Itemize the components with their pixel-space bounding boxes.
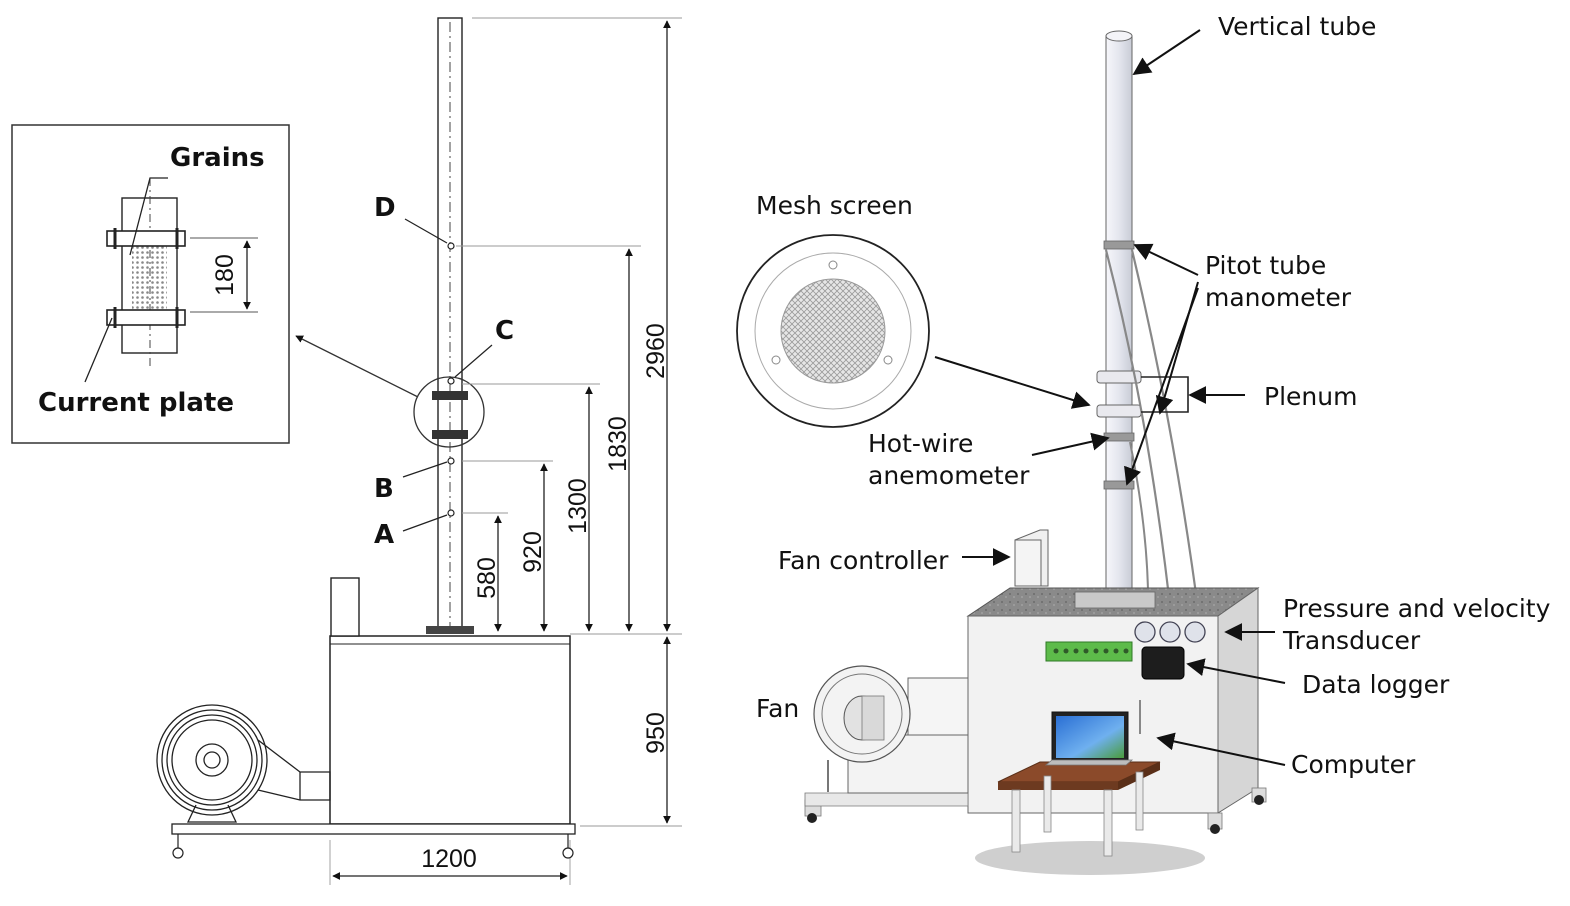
label-data-logger: Data logger — [1302, 670, 1450, 699]
label-fan-controller: Fan controller — [778, 546, 949, 575]
label-pressure-transducer-line1: Pressure and velocity — [1283, 594, 1551, 623]
dimension-920: 920 — [519, 531, 547, 573]
label-pitot-tube-line1: Pitot tube — [1205, 251, 1326, 280]
mesh-screen-detail — [736, 234, 930, 428]
point-label-d: D — [374, 193, 396, 223]
inset-dimension-180: 180 — [211, 254, 239, 296]
data-logger-device — [1141, 646, 1185, 680]
schematic-fan — [156, 704, 331, 823]
callout-arrows — [934, 29, 1286, 766]
rendering-vertical-tube — [1096, 30, 1202, 625]
label-vertical-tube: Vertical tube — [1218, 12, 1376, 41]
dimension-lines — [332, 20, 671, 880]
inset-detail: 180 Grains Current plate — [11, 124, 290, 444]
laptop-screen — [1056, 716, 1124, 758]
schematic-drawing: 180 Grains Current plate — [11, 17, 682, 885]
label-computer: Computer — [1291, 750, 1416, 779]
inset-label-grains: Grains — [170, 143, 265, 173]
inset-label-current-plate: Current plate — [38, 388, 234, 418]
point-label-c: C — [495, 316, 514, 346]
schematic-plenum-box — [329, 577, 571, 825]
dimension-1200: 1200 — [421, 845, 477, 873]
label-plenum: Plenum — [1264, 382, 1357, 411]
label-pitot-tube-line2: manometer — [1205, 283, 1352, 312]
label-hot-wire-line1: Hot-wire — [868, 429, 973, 458]
measurement-points: D C B A — [374, 193, 514, 550]
label-pressure-transducer-line2: Transducer — [1282, 626, 1421, 655]
rendering-drawing: Vertical tube Mesh screen Pitot tube man… — [736, 12, 1551, 875]
label-mesh-screen: Mesh screen — [756, 191, 913, 220]
rendering-fan — [813, 665, 969, 794]
point-label-a: A — [374, 520, 394, 550]
detail-circle — [413, 376, 485, 448]
dimension-1830: 1830 — [604, 416, 632, 472]
dimension-580: 580 — [473, 557, 501, 599]
label-hot-wire-line2: anemometer — [868, 461, 1030, 490]
schematic-vertical-tube — [426, 17, 474, 634]
dimension-1300: 1300 — [564, 478, 592, 534]
point-label-b: B — [374, 474, 394, 504]
rendering-computer-table — [997, 700, 1161, 857]
dimension-2960: 2960 — [642, 323, 670, 379]
schematic-base-frame — [171, 823, 576, 859]
dimension-950: 950 — [642, 712, 670, 754]
label-fan: Fan — [756, 694, 799, 723]
